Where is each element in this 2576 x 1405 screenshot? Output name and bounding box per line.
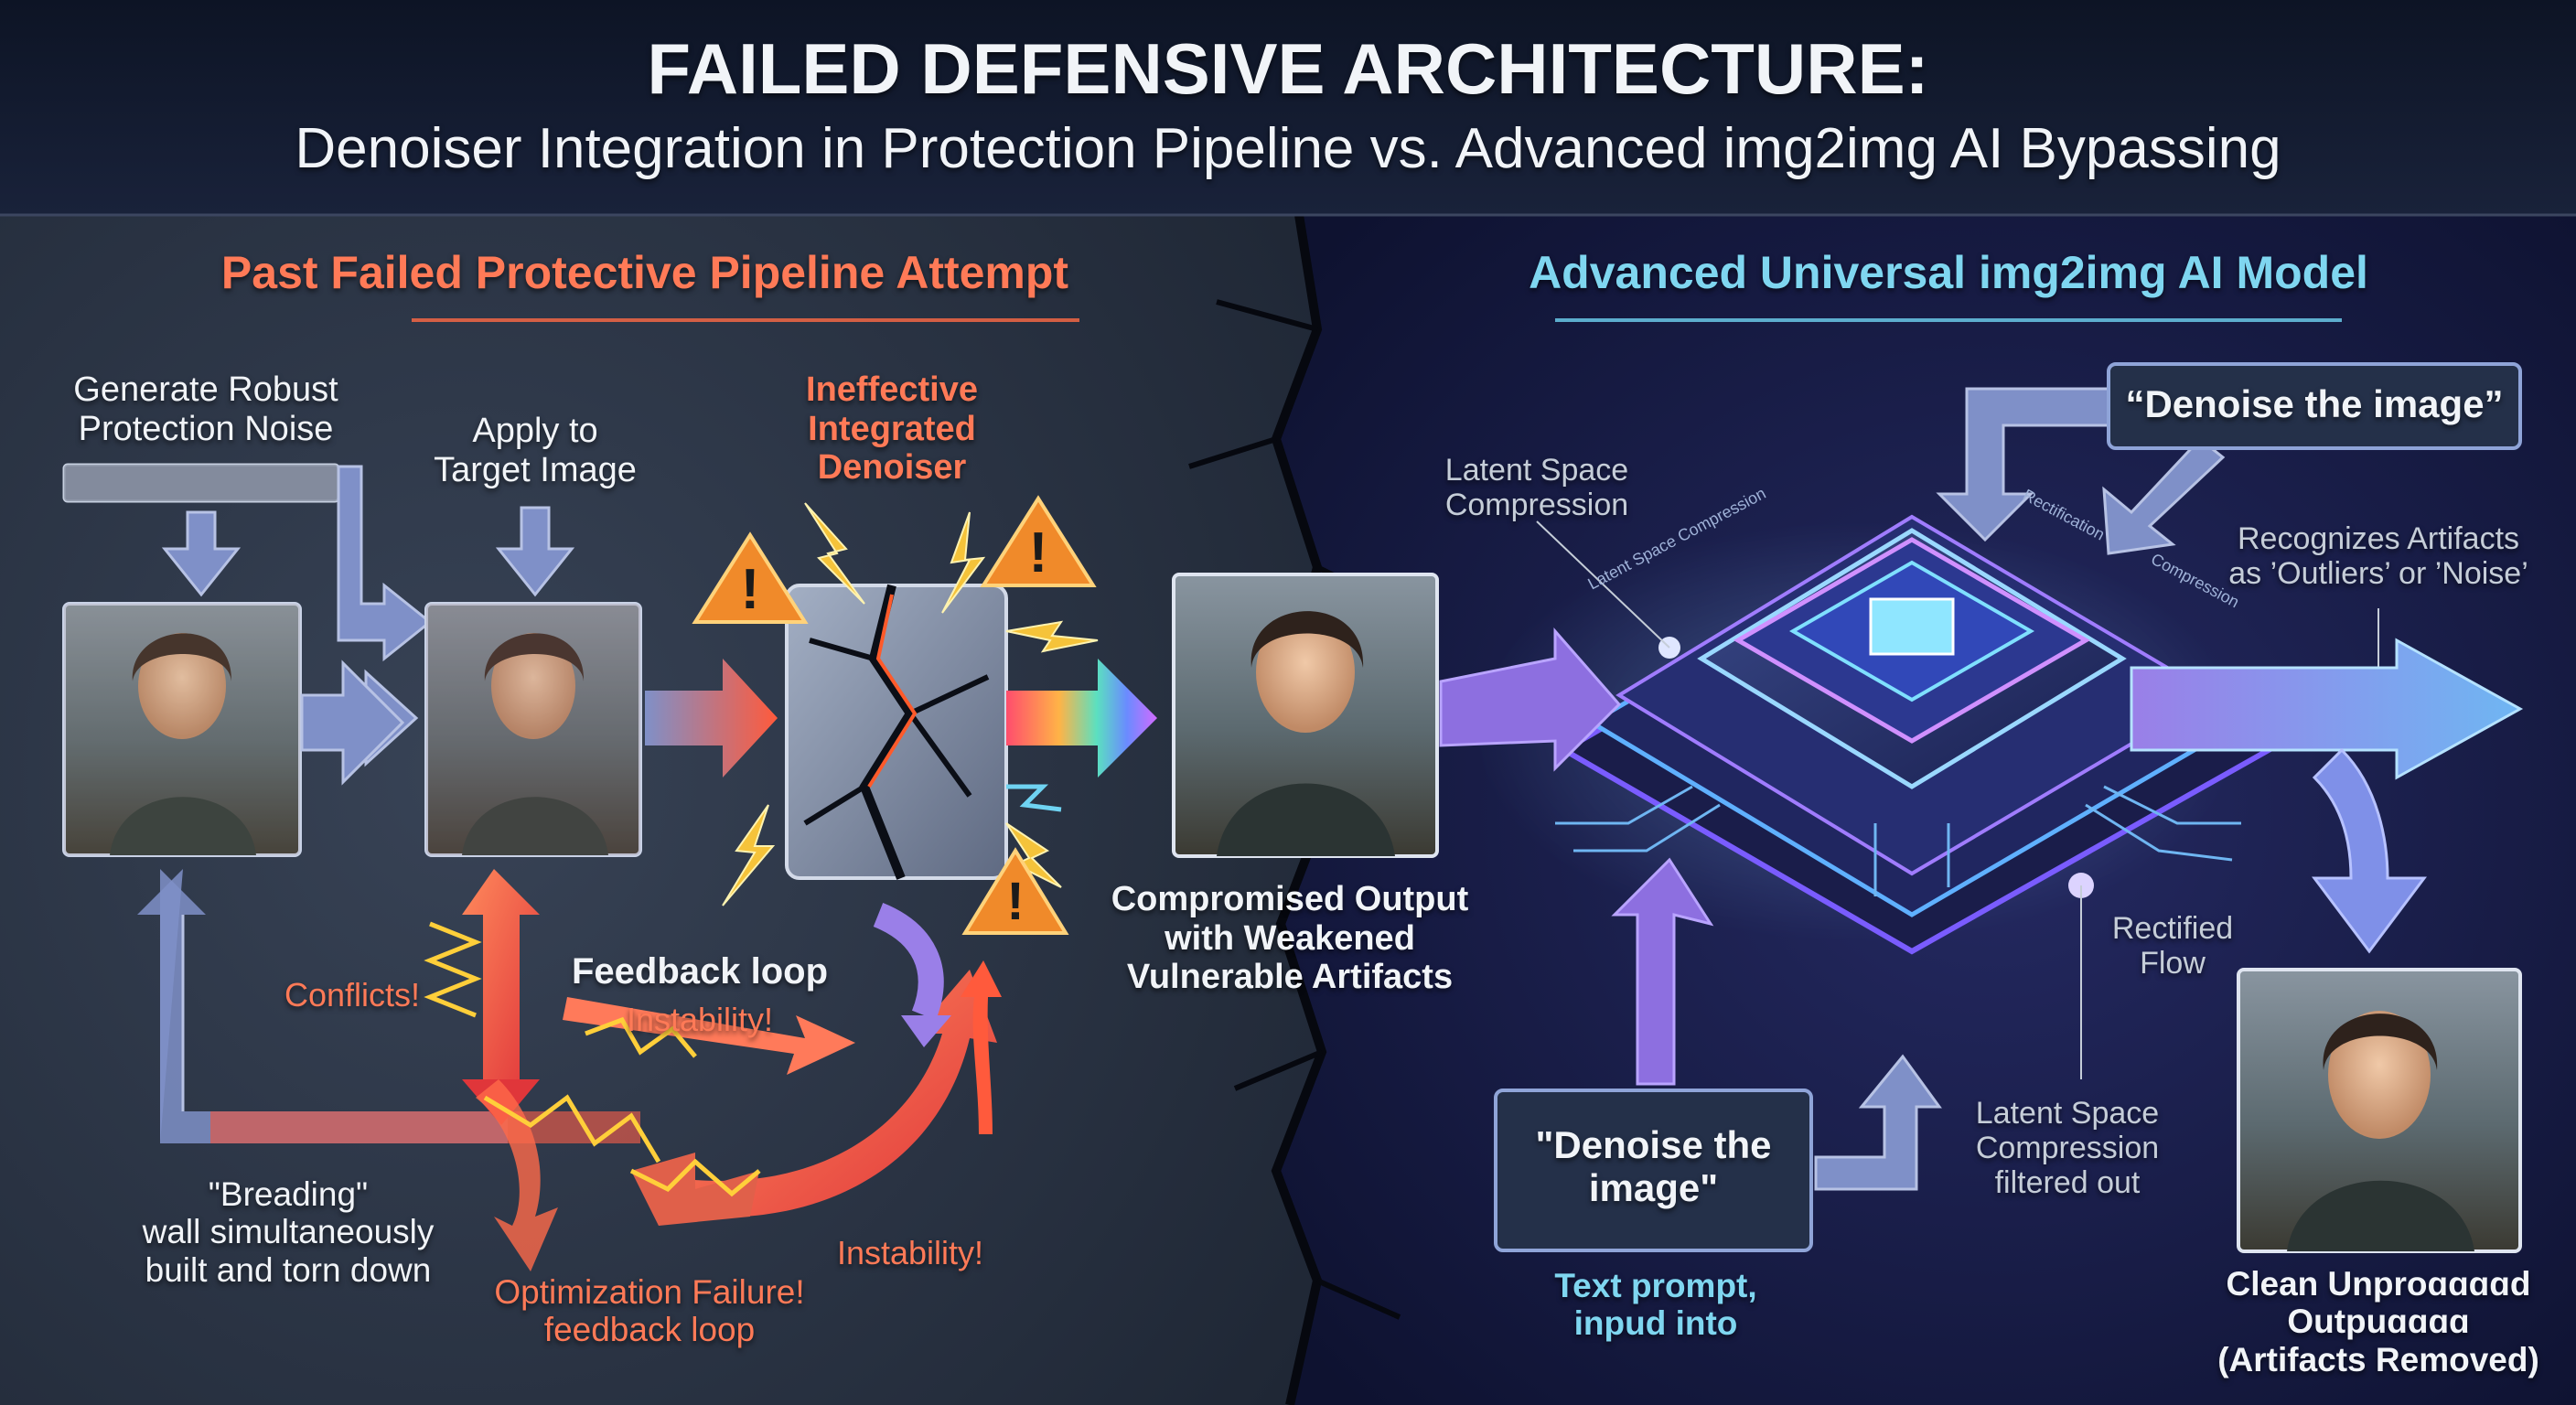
feedback-loop-label: Feedback loop <box>571 951 829 992</box>
svg-text:!: ! <box>741 558 760 621</box>
prompt-box-bottom <box>1494 1089 1813 1252</box>
denoiser-label: Ineffective Integrated Denoiser <box>806 370 978 488</box>
recognizes-artifacts-label: Recognizes Artifacts as ’Outliers’ or ’N… <box>2228 521 2528 592</box>
rectified-flow-label: Rectified Flow <box>2111 911 2234 981</box>
optimization-failure-label: Optimization Failure! feedback loop <box>494 1273 805 1349</box>
clean-output-portrait <box>2237 968 2522 1253</box>
warning-icon: ! <box>980 495 1097 587</box>
arrow-to-output <box>1006 659 1157 778</box>
instability-label: Instability! <box>626 1001 774 1038</box>
arrow-to-apply <box>300 660 405 786</box>
warning-icon: ! <box>961 847 1069 935</box>
arrow-to-denoiser <box>645 659 778 778</box>
compromised-output-label: Compromised Output with Weakened Vulnera… <box>1111 880 1469 997</box>
page-subtitle: Denoiser Integration in Protection Pipel… <box>295 117 2281 180</box>
instability-zigzag <box>424 921 761 1197</box>
warning-icon: ! <box>692 531 809 624</box>
page-title: FAILED DEFENSIVE ARCHITECTURE: <box>647 28 1929 109</box>
instability-label: Instability! <box>836 1234 984 1271</box>
chip-icon <box>1869 597 1955 656</box>
latent-filtered-label: Latent Space Compression filtered out <box>1975 1096 2160 1201</box>
prompt-box-top <box>2107 362 2522 450</box>
protected-portrait <box>424 602 642 857</box>
prompt-top-text: “Denoise the image” <box>2125 382 2504 425</box>
prompt-arrow-up <box>1611 857 1714 1086</box>
svg-text:!: ! <box>1006 872 1024 931</box>
arrow-into-model <box>1439 627 1622 772</box>
compromised-output-portrait <box>1172 573 1439 858</box>
arrow-model-output <box>2130 638 2524 780</box>
svg-text:!: ! <box>1029 521 1048 585</box>
denoiser-wall <box>785 584 1008 880</box>
clean-output-label: Clean Unproɑɑɑɑd Outpuɑɑɑɑ (Artifacts Re… <box>2217 1265 2539 1378</box>
left-panel-heading: Past Failed Protective Pipeline Attempt <box>220 247 1069 298</box>
text-prompt-label: Text prompt, inpud into <box>1554 1267 1757 1343</box>
header-bar <box>0 0 2576 215</box>
generate-noise-label: Generate Robust Protection Noise <box>73 370 338 448</box>
latent-space-label: Latent Space Compression <box>1444 453 1629 523</box>
conflicts-label: Conflicts! <box>284 976 421 1014</box>
prompt-arrow-top <box>1936 387 2110 542</box>
ai-model-chip <box>1473 514 2275 955</box>
prompt-bottom-text: "Denoise the image" <box>1535 1123 1772 1210</box>
source-portrait <box>62 602 302 857</box>
right-panel-heading: Advanced Universal img2img AI Model <box>1529 247 2368 298</box>
arrow-to-clean-output <box>2312 747 2427 954</box>
conflict-arrows <box>210 869 1002 1271</box>
lightning-icon <box>722 502 1099 906</box>
apply-label: Apply to Target Image <box>434 412 637 489</box>
breading-wall-label: "Breading" wall simultaneously built and… <box>142 1175 435 1289</box>
